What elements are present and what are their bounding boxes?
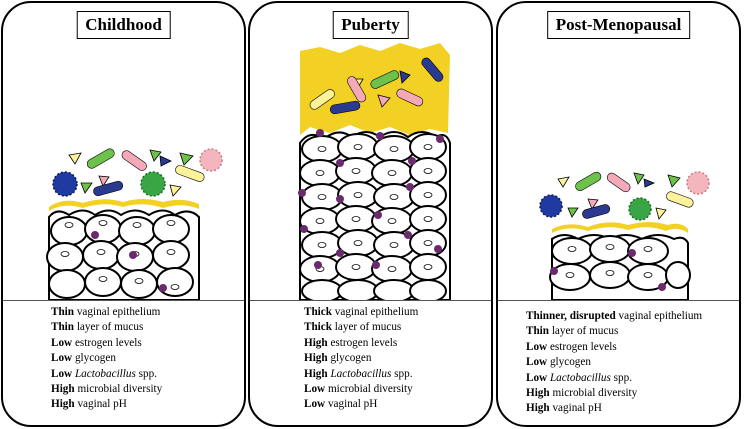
navy-rod <box>582 204 611 219</box>
divider <box>250 300 491 301</box>
property-item: Thick vaginal epithelium <box>304 306 419 318</box>
navy-triangle <box>159 155 172 167</box>
panel-puberty: Puberty Thick vaginal epithelium Thick l… <box>248 1 493 427</box>
property-list: Thick vaginal epithelium Thick layer of … <box>304 305 418 413</box>
property-item: High microbial diversity <box>526 387 638 400</box>
pink-rod <box>606 172 631 193</box>
green-triangle <box>567 207 579 218</box>
navy-rod <box>329 100 361 115</box>
blue-cocci <box>52 171 78 197</box>
navy-rod <box>421 57 444 82</box>
property-item: Low glycogen <box>51 352 116 365</box>
green-triangle <box>179 152 194 166</box>
bacteria-cluster <box>52 148 223 197</box>
property-item: High glycogen <box>304 352 372 365</box>
cell-nuclei <box>565 244 653 278</box>
divider <box>3 300 244 301</box>
green-cocci <box>140 171 166 197</box>
green-triangle <box>633 172 645 185</box>
green-cocci <box>628 197 652 221</box>
property-list: Thin vaginal epithelium Thin layer of mu… <box>51 305 162 413</box>
pink-rod <box>121 150 147 171</box>
pink-triangle <box>98 175 110 187</box>
panel-title: Childhood <box>76 11 171 39</box>
glycogen-dots <box>91 231 167 292</box>
mucus-layer <box>49 199 199 211</box>
property-item: Low Lactobacillus spp. <box>526 371 632 384</box>
navy-triangle <box>643 178 656 188</box>
blue-cocci <box>539 194 563 218</box>
yellow-triangle <box>169 184 182 197</box>
property-item: Thin vaginal epithelium <box>51 306 161 318</box>
mucus-layer <box>552 222 688 233</box>
property-item: Thick layer of mucus <box>304 321 402 334</box>
property-item: Low estrogen levels <box>526 340 617 353</box>
property-item: High vaginal pH <box>51 398 127 411</box>
panel-childhood: Childhood Thin vaginal epithelium Thin l… <box>1 1 246 427</box>
green-rod <box>86 148 115 169</box>
bacteria-cluster <box>539 171 710 221</box>
yellow-triangle <box>68 152 82 165</box>
green-rod <box>370 70 400 89</box>
mucus-layer <box>300 43 450 135</box>
bacteria-cluster <box>309 57 444 115</box>
pink-cocci <box>199 148 223 172</box>
property-item: Thin layer of mucus <box>51 321 144 334</box>
yellow-rod <box>309 89 335 110</box>
property-item: Thinner, disrupted vaginal epithelium <box>526 310 703 322</box>
property-item: Low Lactobacillus spp. <box>51 367 157 380</box>
glycogen-dots <box>298 129 444 269</box>
cell-nuclei <box>60 220 180 290</box>
childhood-illustration <box>46 148 223 300</box>
property-item: Low glycogen <box>526 356 591 369</box>
property-item: Thin layer of mucus <box>526 325 619 338</box>
navy-triangle <box>399 70 411 84</box>
property-item: Low vaginal pH <box>304 398 378 411</box>
yellow-rod <box>666 191 694 208</box>
epithelium <box>46 209 200 300</box>
post-menopausal-illustration <box>539 171 710 300</box>
cell-nuclei <box>315 144 433 272</box>
pink-rod <box>347 76 367 103</box>
green-rod <box>575 171 602 191</box>
property-item: High microbial diversity <box>51 383 163 396</box>
yellow-triangle <box>655 207 667 220</box>
property-item: Low microbial diversity <box>304 383 413 396</box>
pink-cocci <box>686 171 710 195</box>
pink-rod <box>396 88 424 107</box>
green-triangle <box>80 182 93 194</box>
property-item: High vaginal pH <box>526 402 602 415</box>
panel-post-menopausal: Post-Menopausal Thinner, disrupted vagin… <box>496 1 741 427</box>
panel-title: Post-Menopausal <box>546 11 691 39</box>
yellow-rod <box>175 165 205 182</box>
property-item: Low estrogen levels <box>51 336 142 349</box>
green-triangle <box>149 149 162 162</box>
glycogen-dots <box>550 249 666 291</box>
panel-title: Puberty <box>332 11 409 39</box>
puberty-illustration <box>298 43 451 300</box>
pink-triangle <box>377 94 391 108</box>
epithelium <box>549 234 691 300</box>
yellow-triangle <box>557 176 570 188</box>
pink-triangle <box>587 198 599 210</box>
navy-rod <box>93 180 124 197</box>
property-list: Thinner, disrupted vaginal epithelium Th… <box>526 309 702 417</box>
property-item: High estrogen levels <box>304 336 398 349</box>
property-item: High Lactobacillus spp. <box>304 367 413 380</box>
divider <box>498 300 739 301</box>
green-triangle <box>667 174 681 188</box>
